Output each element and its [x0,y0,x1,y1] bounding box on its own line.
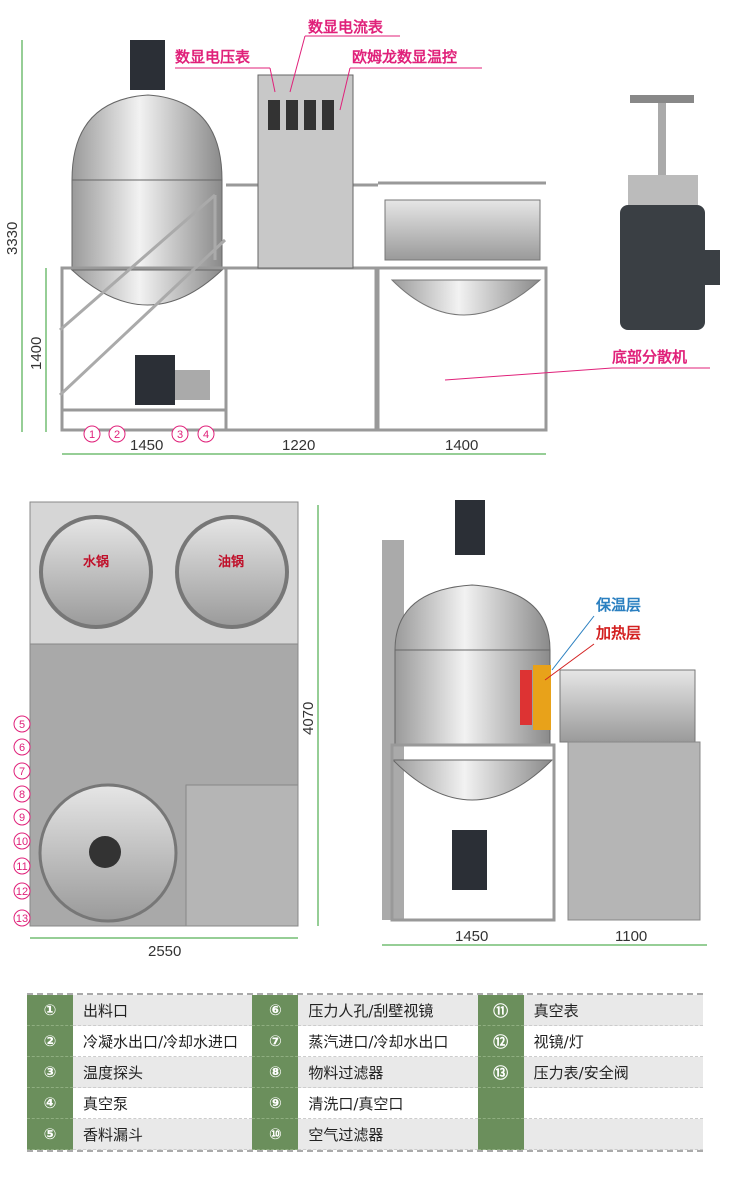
legend-label: 空气过滤器 [298,1119,478,1150]
motor-icon [130,40,165,90]
legend-number: ⑫ [477,1026,524,1057]
legend-number [477,1119,524,1150]
side-dim-width-1: 1450 [455,928,488,945]
oil-pot [384,199,541,261]
oil-pot-label: 油锅 [218,554,244,570]
legend-label: 温度探头 [73,1057,253,1088]
dim-width-3: 1400 [445,437,478,454]
svg-text:7: 7 [19,766,25,778]
front-view: 数显电压表 数显电流表 欧姆龙数显温控 底部分散机 1 2 3 4 3330 1… [4,18,720,455]
legend-label: 压力人孔/刮壁视镜 [298,995,478,1026]
water-pot-label: 水锅 [83,554,109,570]
dim-width-2: 1220 [282,437,315,454]
legend-number: ② [27,1026,73,1057]
legend-label: 视镜/灯 [523,1026,703,1057]
svg-text:10: 10 [16,836,28,848]
plan-markers: 5 6 7 8 9 10 11 12 13 [13,715,31,927]
legend-label: 清洗口/真空口 [298,1088,478,1119]
legend-number: ⑧ [252,1057,299,1088]
dim-platform-height: 1400 [28,337,45,370]
ammeter-callout: 数显电流表 [308,18,384,36]
legend-number [477,1088,524,1119]
svg-text:11: 11 [16,861,27,873]
legend-label: 蒸汽进口/冷却水出口 [298,1026,478,1057]
legend-number: ⑥ [252,995,299,1026]
legend-number: ① [27,995,73,1026]
svg-text:9: 9 [19,812,25,824]
dim-width-1: 1450 [130,437,163,454]
legend-number: ⑨ [252,1088,299,1119]
legend-number: ⑤ [27,1119,73,1150]
legend-label: 物料过滤器 [298,1057,478,1088]
legend-number: ③ [27,1057,73,1088]
legend-number: ④ [27,1088,73,1119]
bottom-disperser-callout: 底部分散机 [612,348,687,366]
dim-total-height: 3330 [4,222,21,255]
legend-number: ⑩ [252,1119,299,1150]
heating-callout: 加热层 [595,624,641,642]
legend-label: 压力表/安全阀 [523,1057,703,1088]
main-tank [71,179,223,271]
svg-text:6: 6 [19,742,25,754]
legend-label: 真空泵 [73,1088,253,1119]
legend-number: ⑪ [477,995,524,1026]
legend-label: 出料口 [73,995,253,1026]
svg-text:12: 12 [16,886,28,898]
legend-label [523,1119,703,1150]
svg-text:3: 3 [177,429,183,441]
oil-pot-top [175,515,289,629]
svg-text:1: 1 [89,429,95,441]
svg-text:4: 4 [203,429,209,441]
side-dim-width-2: 1100 [615,928,647,945]
water-pot [39,515,153,629]
front-markers: 1 2 3 4 [83,425,215,443]
dim-width: 2550 [148,943,181,960]
legend-number: ⑦ [252,1026,299,1057]
svg-text:2: 2 [114,429,120,441]
legend-label: 香料漏斗 [73,1119,253,1150]
temp-controller-callout: 欧姆龙数显温控 [352,48,457,66]
legend-number: ⑬ [477,1057,524,1088]
voltmeter-callout: 数显电压表 [175,48,251,66]
svg-text:8: 8 [19,789,25,801]
legend-label [523,1088,703,1119]
legend-label: 真空表 [523,995,703,1026]
svg-text:5: 5 [19,719,25,731]
plan-view: 水锅 油锅 4070 2550 5 6 7 8 9 10 11 12 13 [13,501,319,960]
svg-text:13: 13 [16,913,28,925]
side-view: 保温层 加热层 1450 1100 [382,500,707,946]
dim-depth: 4070 [300,702,317,735]
insulation-callout: 保温层 [595,596,641,614]
drawings: 数显电压表 数显电流表 欧姆龙数显温控 底部分散机 1 2 3 4 3330 1… [4,18,720,960]
bottom-disperser-image [620,95,720,330]
legend-label: 冷凝水出口/冷却水进口 [73,1026,253,1057]
